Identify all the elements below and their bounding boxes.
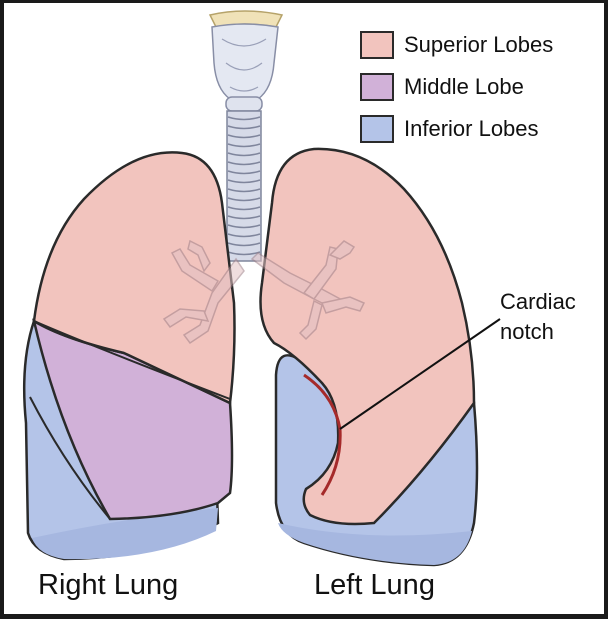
legend-label: Superior Lobes (404, 32, 554, 57)
left-oblique-fissure (373, 402, 475, 524)
trachea-ring (227, 143, 261, 148)
trachea-ring (227, 188, 261, 193)
trachea-ring (227, 233, 261, 238)
cricoid (225, 96, 263, 112)
legend-swatch-superior (360, 31, 394, 59)
right-oblique-fissure (29, 396, 111, 520)
trachea-ring (227, 125, 261, 130)
cardiac-notch-callout-line (339, 318, 501, 430)
left-lung-label: Left Lung (314, 569, 435, 601)
trachea-ring (227, 152, 261, 157)
legend-item-inferior: Inferior Lobes (360, 111, 553, 147)
trachea (208, 10, 284, 262)
left-lung (259, 147, 479, 567)
legend-label: Inferior Lobes (404, 116, 539, 141)
right-superior-lobe (32, 151, 236, 405)
trachea-ring (227, 170, 261, 175)
legend-swatch-inferior (360, 115, 394, 143)
trachea-ring (227, 161, 261, 166)
larynx (211, 23, 279, 100)
trachea-ring (227, 242, 261, 247)
trachea-ring (227, 206, 261, 211)
trachea-rings (227, 116, 261, 256)
callout-line-1: Cardiac (500, 289, 576, 314)
diagram-canvas: Superior Lobes Middle Lobe Inferior Lobe… (4, 3, 604, 614)
trachea-ring (227, 134, 261, 139)
legend-item-middle: Middle Lobe (360, 69, 553, 105)
trachea-tube (226, 110, 262, 262)
left-inferior-lobe-base (278, 523, 472, 565)
trachea-ring (227, 197, 261, 202)
trachea-ring (227, 116, 261, 121)
legend: Superior Lobes Middle Lobe Inferior Lobe… (360, 27, 553, 153)
right-inferior-lobe-base (32, 508, 218, 560)
legend-label: Middle Lobe (404, 74, 524, 99)
cardiac-notch-label: Cardiac notch (500, 287, 576, 347)
right-lung (22, 151, 236, 561)
legend-swatch-middle (360, 73, 394, 101)
trachea-ring (227, 179, 261, 184)
trachea-ring (227, 224, 261, 229)
right-horizontal-fissure (33, 320, 231, 400)
lungs-diagram (22, 10, 501, 567)
callout-line-2: notch (500, 319, 554, 344)
right-lung-label: Right Lung (38, 569, 179, 601)
trachea-ring (227, 215, 261, 220)
bronchial-tree (162, 239, 366, 345)
legend-item-superior: Superior Lobes (360, 27, 553, 63)
